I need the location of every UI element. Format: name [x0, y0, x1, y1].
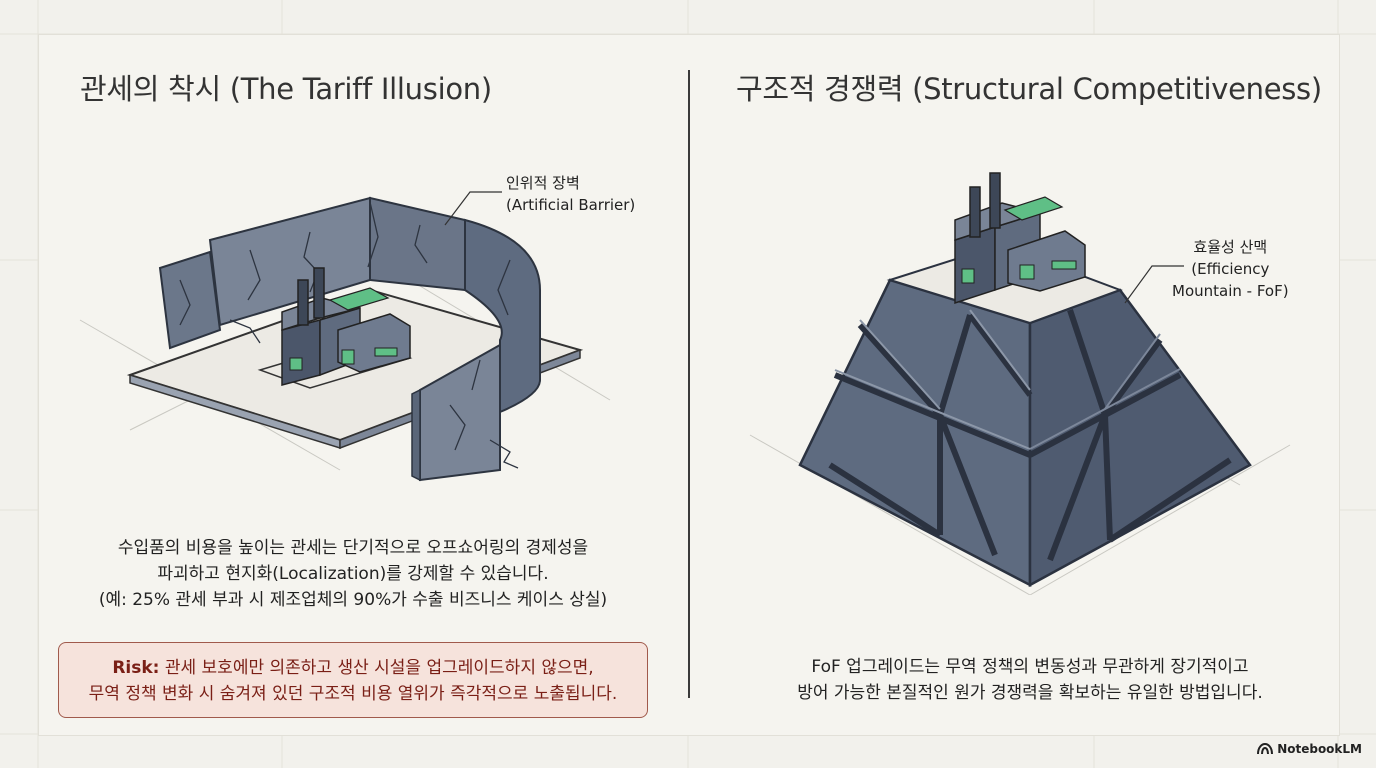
body-line: 수입품의 비용을 높이는 관세는 단기적으로 오프쇼어링의 경제성을 — [117, 538, 589, 558]
callout-subtitle: (Efficiency — [1191, 260, 1270, 278]
notebooklm-logo-icon — [1257, 743, 1274, 755]
risk-text: 무역 정책 변화 시 숨겨져 있던 구조적 비용 열위가 즉각적으로 노출됩니다… — [88, 684, 618, 704]
callout-title: 인위적 장벽 — [506, 174, 580, 192]
risk-line: Risk: 관세 보호에만 의존하고 생산 시설을 업그레이드하지 않으면, — [59, 655, 647, 681]
risk-callout-box: Risk: 관세 보호에만 의존하고 생산 시설을 업그레이드하지 않으면, 무… — [58, 642, 648, 718]
artificial-barrier-callout: 인위적 장벽 (Artificial Barrier) — [506, 172, 635, 216]
notebooklm-brand: NotebookLM — [1257, 742, 1362, 756]
callout-title: 효율성 산맥 — [1193, 238, 1268, 256]
efficiency-mountain-illustration — [749, 172, 1291, 595]
callout-leader-left — [444, 191, 502, 226]
callout-leader-right — [1124, 265, 1184, 304]
right-body-text: FoF 업그레이드는 무역 정책의 변동성과 무관하게 장기적이고 방어 가능한… — [710, 654, 1350, 706]
brand-name: NotebookLM — [1277, 742, 1362, 756]
risk-label: Risk: — [112, 658, 160, 678]
body-line: FoF 업그레이드는 무역 정책의 변동성과 무관하게 장기적이고 — [811, 657, 1249, 677]
body-line: 파괴하고 현지화(Localization)를 강제할 수 있습니다. — [157, 564, 549, 584]
callout-subtitle: Mountain - FoF) — [1172, 282, 1289, 300]
center-divider — [688, 70, 690, 698]
body-line: (예: 25% 관세 부과 시 제조업체의 90%가 수출 비즈니스 케이스 상… — [98, 590, 608, 610]
left-body-text: 수입품의 비용을 높이는 관세는 단기적으로 오프쇼어링의 경제성을 파괴하고 … — [58, 535, 648, 613]
right-title: 구조적 경쟁력 (Structural Competitiveness) — [736, 72, 1322, 106]
body-line: 방어 가능한 본질적인 원가 경쟁력을 확보하는 유일한 방법입니다. — [797, 683, 1263, 703]
callout-subtitle: (Artificial Barrier) — [506, 196, 636, 214]
tariff-wall-illustration — [79, 196, 611, 482]
efficiency-mountain-callout: 효율성 산맥 (Efficiency Mountain - FoF) — [1172, 236, 1289, 302]
risk-text: 관세 보호에만 의존하고 생산 시설을 업그레이드하지 않으면, — [159, 658, 594, 678]
left-title: 관세의 착시 (The Tariff Illusion) — [80, 72, 492, 106]
